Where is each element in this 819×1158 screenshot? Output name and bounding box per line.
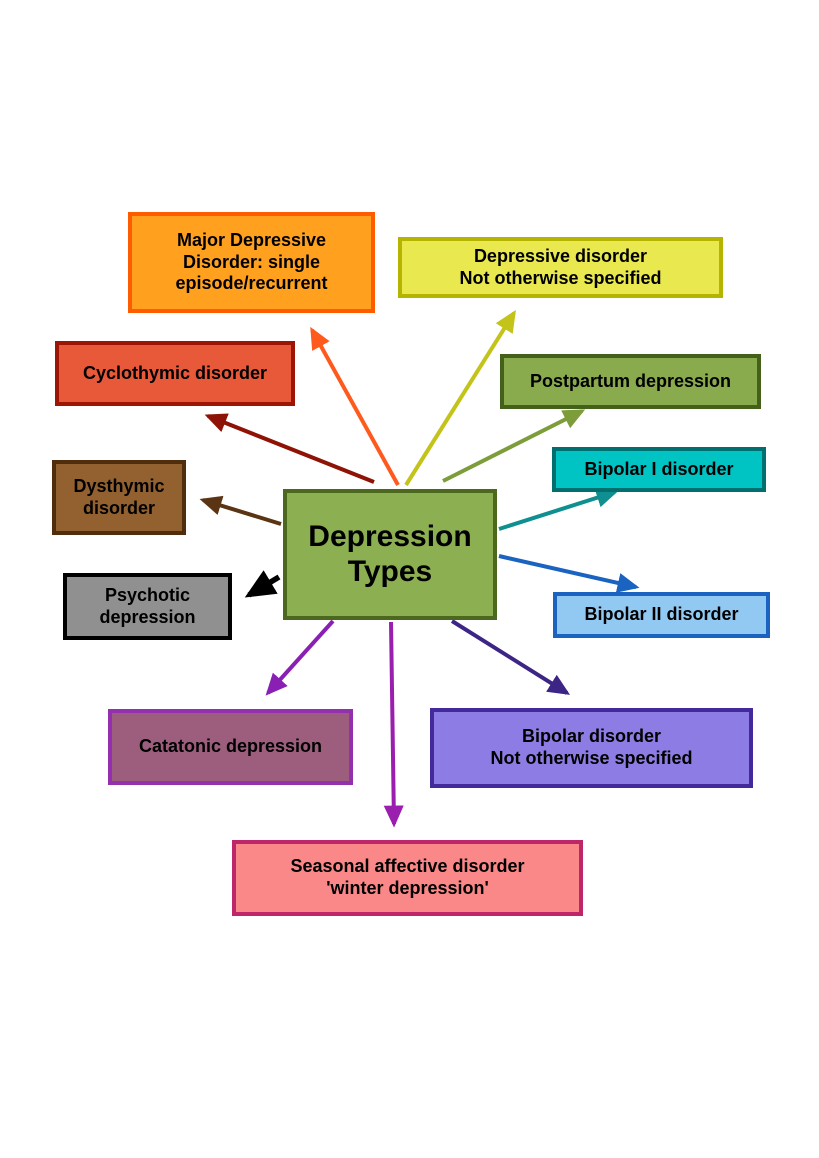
node-label: Bipolar disorder Not otherwise specified bbox=[490, 726, 693, 768]
arrow-dysthymic bbox=[199, 495, 282, 526]
node-bipolar-i-disorder: Bipolar I disorder bbox=[552, 447, 766, 492]
arrow-cyclothymic bbox=[204, 413, 375, 484]
node-cyclothymic-disorder: Cyclothymic disorder bbox=[55, 341, 295, 406]
node-label: Psychotic depression bbox=[99, 584, 196, 627]
node-label: Seasonal affective disorder 'winter depr… bbox=[290, 856, 525, 898]
node-catatonic-depression: Catatonic depression bbox=[108, 709, 353, 785]
node-label: Depressive disorder Not otherwise specif… bbox=[459, 245, 662, 288]
arrow-bipolar-nos bbox=[450, 619, 571, 695]
node-label: Dysthymic disorder bbox=[73, 475, 165, 518]
center-node-depression-types: Depression Types bbox=[283, 489, 497, 620]
node-bipolar-disorder-nos: Bipolar disorder Not otherwise specified bbox=[430, 708, 753, 788]
center-node-label: Depression Types bbox=[308, 520, 472, 588]
node-postpartum-depression: Postpartum depression bbox=[500, 354, 761, 409]
node-label: Bipolar II disorder bbox=[584, 604, 739, 625]
arrow-postpartum bbox=[442, 409, 586, 483]
arrow-seasonal-affective bbox=[383, 621, 404, 828]
arrow-bipolar-nos-left bbox=[265, 619, 335, 696]
node-label: Postpartum depression bbox=[529, 370, 732, 391]
node-label: Cyclothymic disorder bbox=[82, 362, 268, 383]
arrow-bipolar-i bbox=[498, 488, 619, 531]
node-label: Major Depressive Disorder: single episod… bbox=[175, 229, 328, 294]
node-label: Catatonic depression bbox=[138, 736, 323, 757]
node-depressive-disorder-nos: Depressive disorder Not otherwise specif… bbox=[398, 237, 723, 298]
arrow-depressive-nos bbox=[404, 309, 516, 487]
arrow-bipolar-ii bbox=[498, 554, 640, 593]
node-psychotic-depression: Psychotic depression bbox=[63, 573, 232, 640]
node-dysthymic-disorder: Dysthymic disorder bbox=[52, 460, 186, 535]
node-bipolar-ii-disorder: Bipolar II disorder bbox=[553, 592, 770, 638]
arrow-psychotic bbox=[244, 570, 281, 598]
node-label: Bipolar I disorder bbox=[584, 458, 734, 479]
arrow-major-depressive bbox=[310, 326, 400, 486]
node-major-depressive-disorder: Major Depressive Disorder: single episod… bbox=[128, 212, 375, 313]
node-seasonal-affective-disorder: Seasonal affective disorder 'winter depr… bbox=[232, 840, 583, 916]
